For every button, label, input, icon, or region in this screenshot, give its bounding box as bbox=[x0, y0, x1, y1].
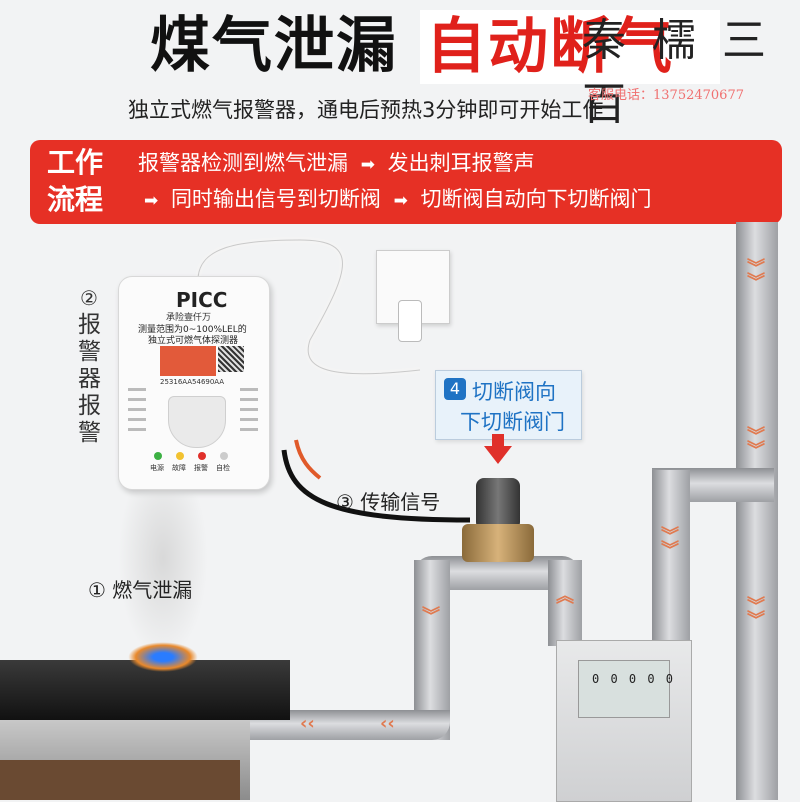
gas-pipe-right bbox=[548, 560, 582, 646]
chevron-down-icon: ︾︾ bbox=[747, 596, 765, 631]
led-label: 故障 bbox=[172, 464, 186, 472]
step2-number: ② bbox=[80, 286, 98, 310]
led-label: 自检 bbox=[216, 464, 230, 472]
vent-slot bbox=[128, 398, 146, 401]
workflow-line-1: 报警器检测到燃气泄漏 ➡ 发出刺耳报警声 bbox=[138, 148, 535, 180]
device-spec-line1: 测量范围为0~100%LEL的 bbox=[138, 325, 247, 335]
shutoff-valve-base bbox=[462, 524, 534, 562]
device-label-sticker bbox=[160, 346, 216, 376]
workflow-step-alarm: 发出刺耳报警声 bbox=[387, 151, 535, 175]
device-brand-sub: 承险壹仟万 bbox=[166, 313, 212, 323]
vent-slot bbox=[240, 428, 258, 431]
workflow-banner bbox=[30, 140, 782, 224]
down-arrow-stem bbox=[492, 434, 504, 448]
led-indicator bbox=[220, 452, 228, 460]
chevron-down-icon: ︾︾ bbox=[747, 426, 765, 461]
shield-icon bbox=[168, 396, 226, 448]
arrow-right-icon: ➡ bbox=[360, 155, 375, 175]
led-indicator bbox=[176, 452, 184, 460]
step4-number: 4 bbox=[444, 378, 466, 400]
step2-label: 报警器报警 bbox=[78, 312, 101, 446]
workflow-line-2: ➡ 同时输出信号到切断阀 ➡ 切断阀自动向下切断阀门 bbox=[138, 184, 652, 216]
vent-slot bbox=[128, 428, 146, 431]
vent-slot bbox=[240, 388, 258, 391]
power-plug bbox=[398, 300, 422, 342]
seal-stamp: 秦 檽 三 百 bbox=[582, 15, 772, 130]
step4-label-line2: 下切断阀门 bbox=[460, 410, 565, 434]
vent-slot bbox=[240, 398, 258, 401]
chevron-up-icon: ︽ bbox=[556, 586, 574, 607]
chevron-down-icon: ︾︾ bbox=[661, 526, 679, 561]
title-red-box: 自动断气 bbox=[420, 10, 720, 84]
device-code: 25316AA54690AA bbox=[160, 378, 225, 386]
shutoff-valve-actuator bbox=[476, 478, 520, 530]
arrow-down-icon bbox=[484, 446, 512, 464]
vent-slot bbox=[240, 418, 258, 421]
led-indicator bbox=[198, 452, 206, 460]
step3-label: ③ 传输信号 bbox=[336, 490, 441, 514]
contact-phone: 客服电话：13752470677 bbox=[588, 88, 744, 103]
chevron-down-icon: ︾ bbox=[422, 606, 440, 627]
workflow-tag-line1: 工作 bbox=[46, 146, 103, 179]
title-black: 煤气泄漏 bbox=[150, 11, 398, 81]
step4-label-line1: 切断阀向 bbox=[472, 380, 556, 404]
flame-icon bbox=[128, 642, 198, 672]
vent-slot bbox=[240, 408, 258, 411]
title-red: 自动断气 bbox=[426, 12, 674, 82]
vent-slot bbox=[128, 418, 146, 421]
kitchen-cabinet bbox=[0, 760, 240, 800]
gas-pipe-drop bbox=[652, 470, 690, 660]
workflow-tag: 工作 流程 bbox=[34, 144, 116, 220]
gas-pipe-vertical bbox=[736, 222, 778, 800]
led-label: 报警 bbox=[194, 464, 208, 472]
gas-alarm-device bbox=[118, 276, 270, 490]
device-spec-line2: 独立式可燃气体探测器 bbox=[148, 336, 239, 346]
workflow-tag-line2: 流程 bbox=[46, 183, 103, 216]
workflow-step-cutoff: 切断阀自动向下切断阀门 bbox=[420, 187, 652, 211]
arrow-right-icon: ➡ bbox=[144, 191, 159, 211]
vent-slot bbox=[128, 408, 146, 411]
device-brand: PICC bbox=[176, 288, 228, 312]
qr-code-icon bbox=[218, 346, 244, 372]
subtitle: 独立式燃气报警器，通电后预热3分钟即可开始工作 bbox=[128, 98, 604, 122]
wall-socket bbox=[376, 250, 450, 324]
chevron-left-icon: ‹‹ bbox=[380, 713, 395, 734]
led-indicator bbox=[154, 452, 162, 460]
vent-slot bbox=[128, 388, 146, 391]
led-label: 电源 bbox=[150, 464, 164, 472]
gas-smoke bbox=[118, 490, 208, 660]
arrow-right-icon: ➡ bbox=[393, 191, 408, 211]
step1-label: ① 燃气泄漏 bbox=[88, 578, 193, 602]
gas-meter-digits: 0 0 0 0 0 bbox=[592, 672, 676, 686]
chevron-down-icon: ︾︾ bbox=[747, 258, 765, 293]
workflow-step-detect: 报警器检测到燃气泄漏 bbox=[138, 151, 348, 175]
workflow-step-signal: 同时输出信号到切断阀 bbox=[170, 187, 381, 211]
chevron-left-icon: ‹‹ bbox=[300, 713, 315, 734]
gas-meter-window bbox=[578, 660, 670, 718]
